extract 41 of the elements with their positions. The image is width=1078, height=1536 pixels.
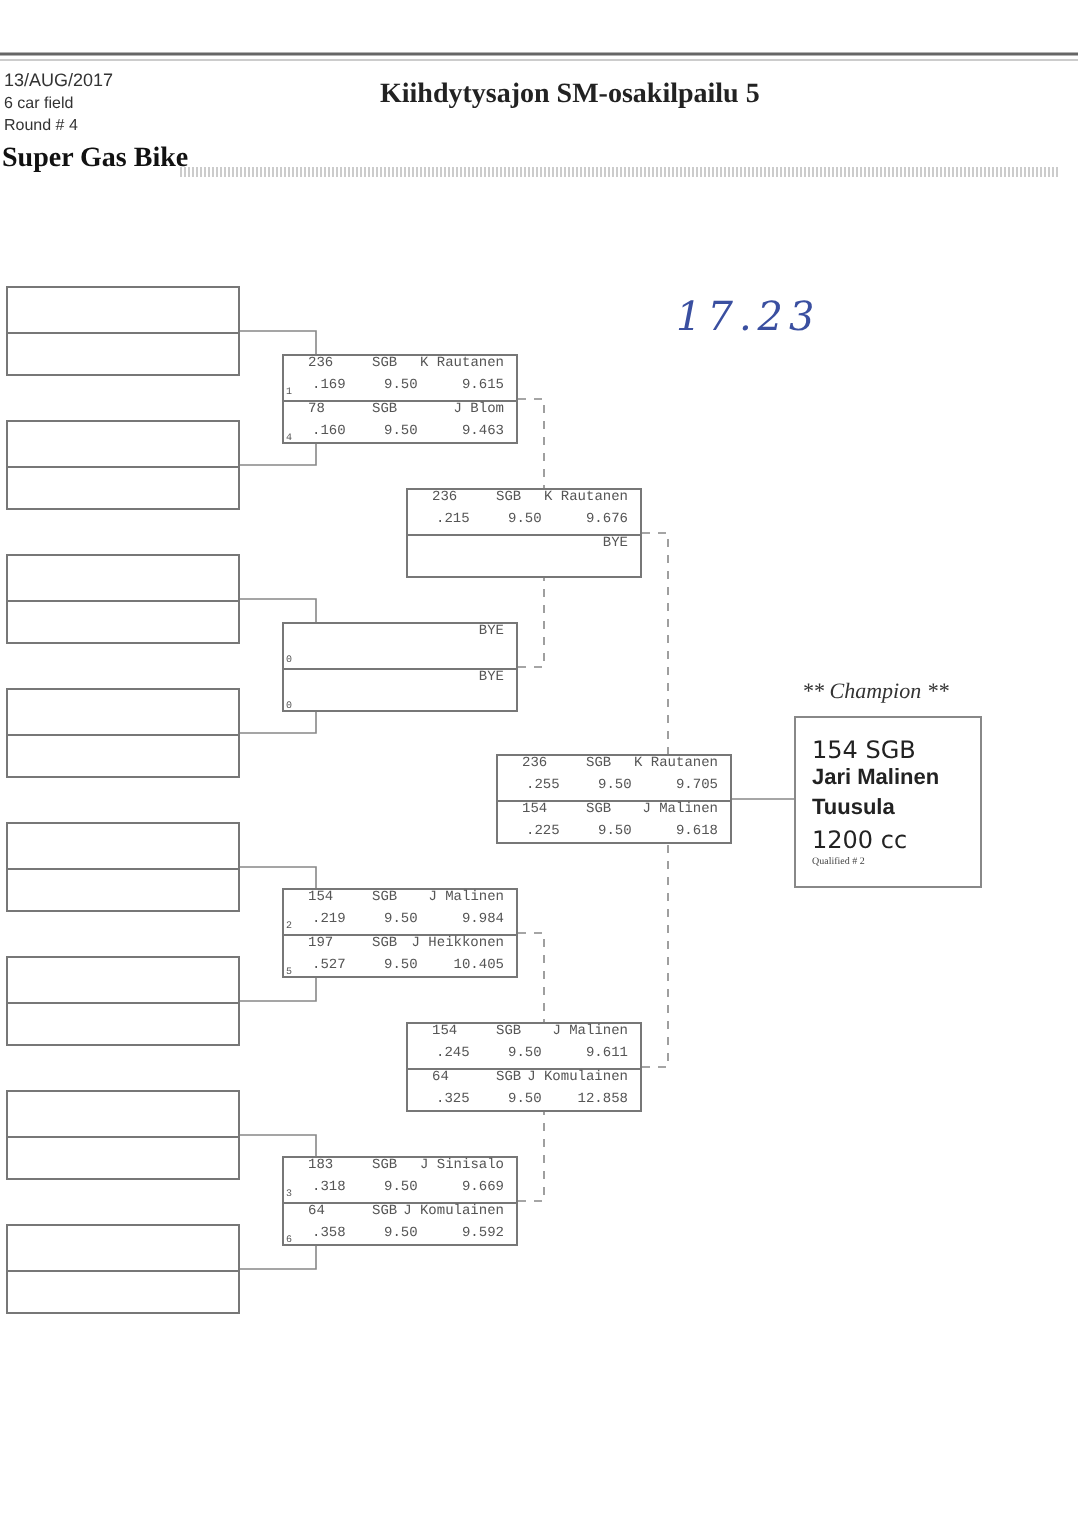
page-title: Kiihdytysajon SM-osakilpailu 5 [380, 80, 760, 112]
race-result-box [282, 888, 518, 978]
bracket-line [239, 598, 317, 623]
champion-heading: ** Champion ** [802, 680, 949, 704]
bracket-line [641, 532, 669, 755]
race-result-box [282, 354, 518, 444]
race-result-box [406, 488, 642, 578]
empty-bracket-slot [6, 1224, 240, 1314]
bracket-line [517, 577, 545, 668]
race-result-box [282, 622, 518, 712]
empty-bracket-slot [6, 286, 240, 376]
bracket-line [239, 977, 317, 1002]
round-text: Round # 4 [4, 116, 78, 134]
bracket-line [517, 932, 545, 1023]
bracket-line [239, 1134, 317, 1157]
engine-size: 1200 cc [812, 826, 908, 854]
race-result-box [406, 1022, 642, 1112]
racer-name: Jari Malinen [812, 766, 940, 790]
empty-bracket-slot [6, 420, 240, 510]
bracket-line [517, 1111, 545, 1202]
handwritten-time: 17.23 [676, 292, 821, 340]
bracket-line [731, 798, 795, 800]
empty-bracket-slot [6, 1090, 240, 1180]
date-text: 13/AUG/2017 [4, 70, 114, 90]
empty-bracket-slot [6, 822, 240, 912]
empty-bracket-slot [6, 956, 240, 1046]
bracket-line [239, 711, 317, 734]
race-result-box [282, 1156, 518, 1246]
bracket-line [517, 398, 545, 489]
empty-bracket-slot [6, 688, 240, 778]
bracket-line [239, 866, 317, 889]
race-result-box [496, 754, 732, 844]
hometown-text: Tuusula [812, 796, 895, 820]
car-number: 154 SGB [812, 736, 916, 764]
field-size-text: 6 car field [4, 94, 74, 112]
empty-bracket-slot [6, 554, 240, 644]
bracket-line [641, 843, 669, 1068]
class-heading: Super Gas Bike [2, 144, 189, 176]
bracket-line [239, 330, 317, 355]
bracket-line [239, 443, 317, 466]
bracket-line [239, 1245, 317, 1270]
